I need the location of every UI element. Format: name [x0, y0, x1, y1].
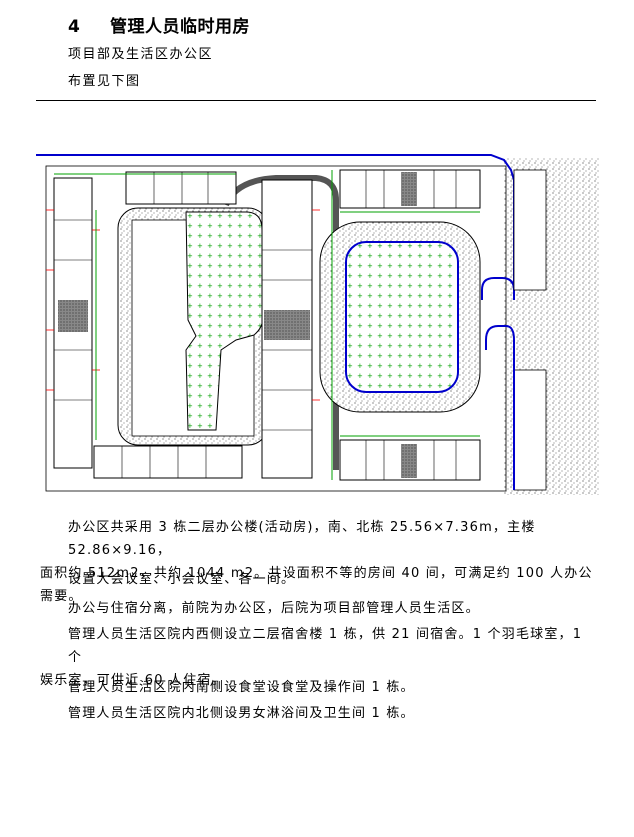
north-west-building	[125, 171, 237, 205]
south-west-building	[93, 445, 243, 479]
boundary-wall-east	[485, 325, 515, 490]
dimension-marks	[46, 209, 320, 401]
paragraph-meeting-rooms: 设置大会议室、小会议室、各一间。	[68, 572, 296, 587]
paragraph-dormitory-line-1: 管理人员生活区院内西侧设立二层宿舍楼 1 栋，供 21 间宿舍。1 个羽毛球室，…	[68, 627, 583, 665]
subtitle-layout-note: 布置见下图	[68, 74, 141, 89]
paragraph-dormitory-line-2: 娱乐室，可供近 60 人住宿。	[40, 673, 226, 688]
divider-line	[36, 100, 596, 101]
section-number: 4	[68, 17, 81, 37]
site-boundary	[45, 165, 507, 492]
paragraph-dormitory: 管理人员生活区院内西侧设立二层宿舍楼 1 栋，供 21 间宿舍。1 个羽毛球室，…	[40, 623, 598, 692]
greenery-borders	[54, 170, 480, 480]
paragraph-office-separation: 办公与住宿分离，前院为办公区，后院为项目部管理人员生活区。	[68, 601, 480, 616]
paragraph-office-buildings: 办公区共采用 3 栋二层办公楼(活动房)，南、北栋 25.56×7.36m，主楼…	[40, 516, 598, 608]
paragraph-shower-rooms: 管理人员生活区院内北侧设男女淋浴间及卫生间 1 栋。	[68, 706, 415, 721]
site-plan-drawing: +	[36, 154, 600, 495]
courtyard-lawn	[345, 241, 459, 393]
east-parking	[513, 169, 547, 291]
section-title: 管理人员临时用房	[110, 17, 250, 37]
paragraph-office-line-2: 面积约 512m2，共约 1044 m2。共设面积不等的房间 40 间，可满足约…	[40, 566, 593, 604]
stair-core	[264, 310, 310, 340]
paragraph-canteen: 管理人员生活区院内南侧设食堂设食堂及操作间 1 栋。	[68, 680, 415, 695]
section-heading: 4 管理人员临时用房	[68, 12, 250, 37]
subtitle-office-area: 项目部及生活区办公区	[68, 47, 214, 62]
paragraph-office-line-1: 办公区共采用 3 栋二层办公楼(活动房)，南、北栋 25.56×7.36m，主楼…	[68, 520, 536, 558]
